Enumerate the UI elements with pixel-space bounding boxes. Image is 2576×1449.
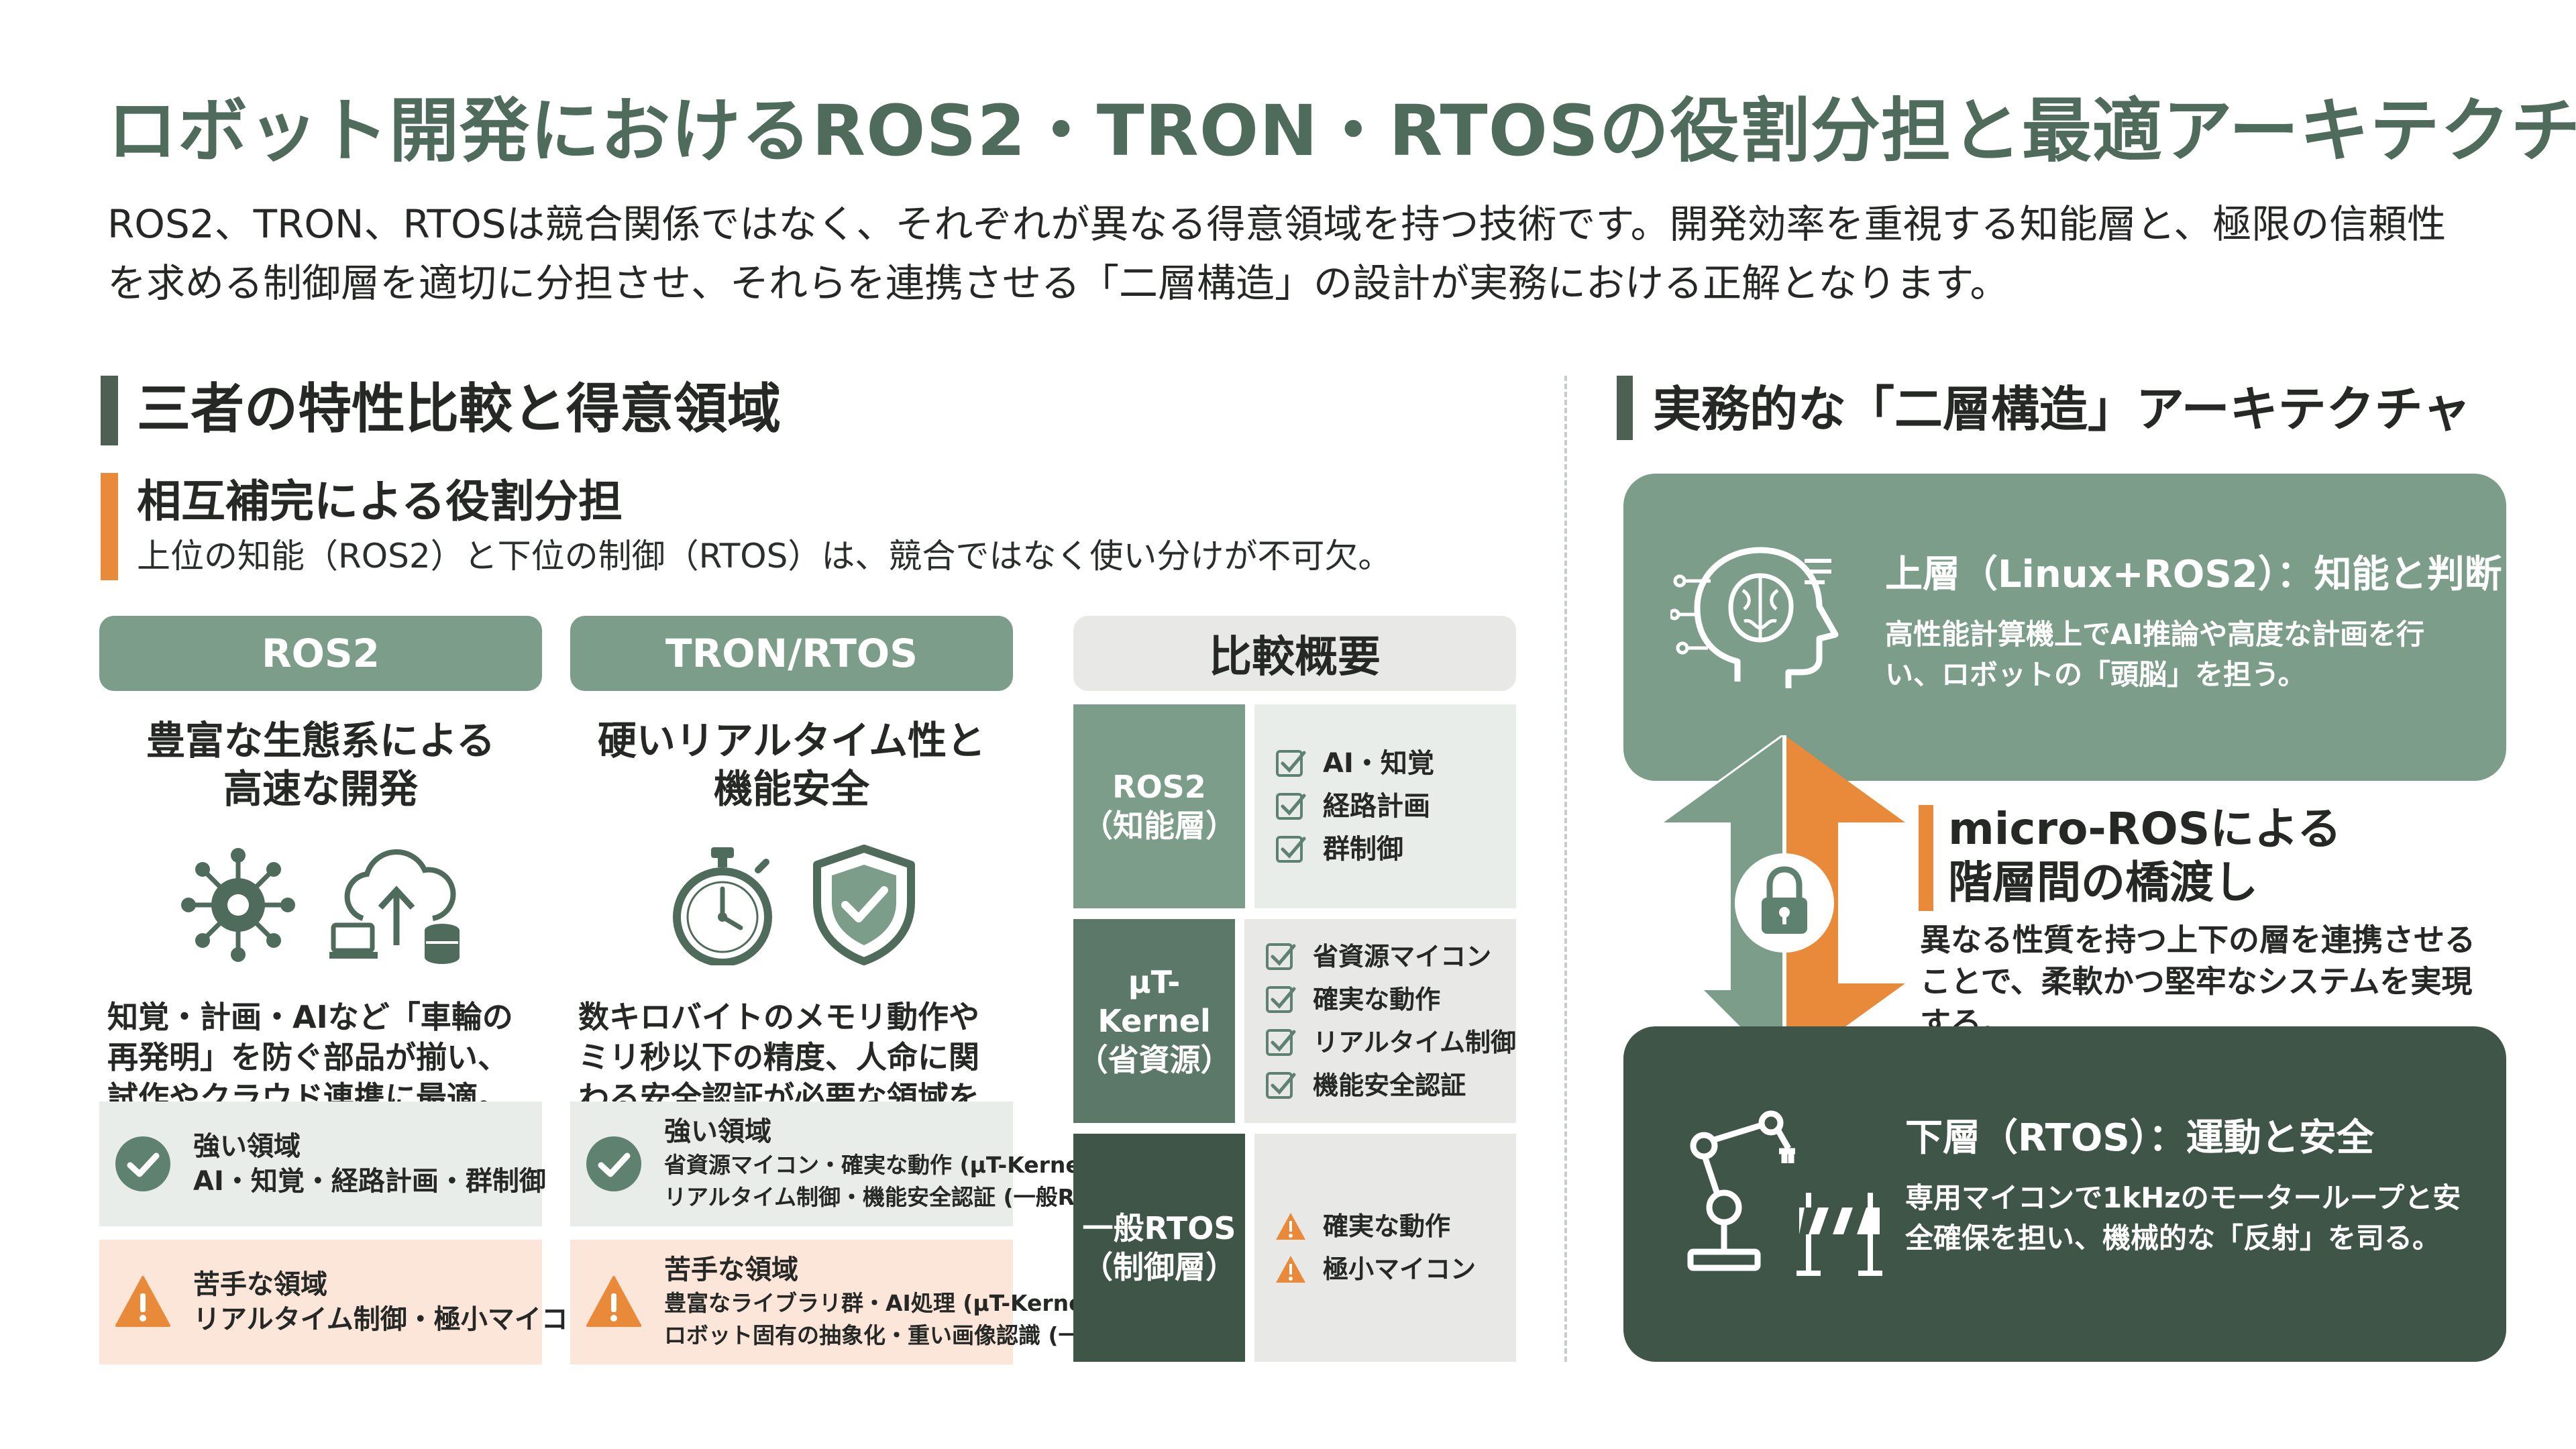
- checkbox-icon: [1266, 1072, 1296, 1099]
- comparison-row-ros2: ROS2 （知能層） AI・知覚 経路計画 群制御: [1073, 704, 1516, 908]
- upper-layer-title: 上層（Linux+ROS2）：知能と判断: [1885, 553, 2502, 596]
- comparison-item-text: AI・知覚: [1323, 748, 1434, 779]
- upper-layer-card: 上層（Linux+ROS2）：知能と判断 高性能計算機上でAI推論や高度な計画を…: [1623, 474, 2506, 781]
- lower-layer-description: 専用マイコンで1kHzのモーターループと安全確保を担い、機械的な「反射」を司る。: [1905, 1181, 2461, 1254]
- checkbox-icon: [1266, 943, 1296, 970]
- bridge-heading: micro-ROSによる 階層間の橋渡し: [1919, 802, 2342, 911]
- comparison-row-ut-kernel: µT-Kernel （省資源） 省資源マイコン 確実な動作 リアルタイム制御 機…: [1073, 919, 1516, 1123]
- comparison-item-text: 極小マイコン: [1323, 1254, 1477, 1284]
- subsection-role-sharing: 相互補完による役割分担 上位の知能（ROS2）と下位の制御（RTOS）は、競合で…: [101, 473, 1391, 582]
- ros2-strong-label: 強い領域: [193, 1131, 301, 1162]
- page-title: ロボット開発におけるROS2・TRON・RTOSの役割分担と最適アーキテクチャ: [107, 90, 2576, 172]
- comparison-row-label: 一般RTOS （制御層）: [1073, 1134, 1245, 1362]
- bidirectional-arrow-icon: [1664, 735, 1905, 1071]
- warning-icon: [586, 1276, 641, 1327]
- comparison-item-text: 確実な動作: [1313, 985, 1441, 1014]
- comparison-row-label: ROS2 （知能層）: [1073, 704, 1245, 908]
- ros2-title: 豊富な生態系による 高速な開発: [146, 718, 496, 812]
- tron-icons: [570, 828, 1013, 982]
- tron-strong-text-2: リアルタイム制御・機能安全認証 (一般RTOS): [664, 1184, 1134, 1210]
- comparison-item: 確実な動作: [1275, 1208, 1516, 1245]
- upper-layer-description: 高性能計算機上でAI推論や高度な計画を行い、ロボットの「頭脳」を担う。: [1885, 618, 2425, 691]
- bridge-title: micro-ROSによる 階層間の橋渡し: [1948, 803, 2342, 908]
- tron-weak-label: 苦手な領域: [664, 1254, 798, 1285]
- comparison-row-items: 確実な動作 極小マイコン: [1254, 1134, 1516, 1362]
- comparison-item: 経路計画: [1275, 788, 1516, 825]
- ros2-column: ROS2 豊富な生態系による 高速な開発: [99, 616, 595, 1364]
- checkbox-icon: [1276, 750, 1306, 777]
- lower-layer-card: 下層（RTOS）：運動と安全 専用マイコンで1kHzのモーターループと安全確保を…: [1623, 1026, 2506, 1362]
- checkbox-icon: [1266, 1029, 1296, 1056]
- ros2-header: ROS2: [99, 616, 542, 691]
- bridge-description: 異なる性質を持つ上下の層を連携させることで、柔軟かつ堅牢なシステムを実現する。: [1920, 922, 2475, 1041]
- comparison-item: AI・知覚: [1275, 745, 1516, 782]
- comparison-row-items: 省資源マイコン 確実な動作 リアルタイム制御 機能安全認証: [1244, 919, 1516, 1123]
- comparison-item: リアルタイム制御: [1265, 1024, 1516, 1061]
- lower-layer-title: 下層（RTOS）：運動と安全: [1905, 1116, 2374, 1160]
- ros2-weak-text: リアルタイム制御・極小マイコン: [193, 1304, 595, 1335]
- comparison-item: 省資源マイコン: [1265, 938, 1516, 975]
- tron-weak-text-1: 豊富なライブラリ群・AI処理 (µT-Kernel): [664, 1290, 1102, 1316]
- warning-icon: [1276, 1213, 1305, 1240]
- comparison-row-rtos: 一般RTOS （制御層） 確実な動作 極小マイコン: [1073, 1134, 1516, 1362]
- shield-check-icon: [813, 845, 915, 965]
- section-divider: [1564, 376, 1567, 1362]
- check-circle-icon: [586, 1136, 641, 1191]
- subsection-text: 上位の知能（ROS2）と下位の制御（RTOS）は、競合ではなく使い分けが不可欠。: [137, 537, 1392, 576]
- tron-weak-box: 苦手な領域 豊富なライブラリ群・AI処理 (µT-Kernel) ロボット固有の…: [570, 1240, 1179, 1364]
- tron-strong-text-1: 省資源マイコン・確実な動作 (µT-Kernel): [664, 1152, 1099, 1178]
- comparison-item: 確実な動作: [1265, 981, 1516, 1018]
- checkbox-icon: [1266, 986, 1296, 1013]
- cloud-upload-icon: [329, 849, 460, 964]
- lock-icon: [1762, 866, 1807, 934]
- comparison-item: 群制御: [1275, 830, 1516, 868]
- check-circle-icon: [115, 1136, 170, 1191]
- robot-arm-barrier-icon: [1687, 1110, 1882, 1276]
- stopwatch-icon: [673, 847, 772, 965]
- tron-column: TRON/RTOS 硬いリアルタイム性と 機能安全 数キロバイトのメモリ動作やミ…: [570, 616, 1179, 1364]
- warning-icon: [1276, 1256, 1305, 1283]
- comparison-item-text: 経路計画: [1323, 791, 1430, 822]
- checkbox-icon: [1276, 793, 1306, 820]
- lead-paragraph: ROS2、TRON、RTOSは競合関係ではなく、それぞれが異なる得意領域を持つ技…: [107, 201, 2447, 306]
- ros2-weak-box: 苦手な領域 リアルタイム制御・極小マイコン: [99, 1240, 595, 1364]
- ros2-description: 知覚・計画・AIなど「車輪の再発明」を防ぐ部品が揃い、試作やクラウド連携に最適。: [107, 999, 513, 1116]
- tron-strong-label: 強い領域: [664, 1116, 771, 1147]
- comparison-item-text: リアルタイム制御: [1313, 1028, 1516, 1057]
- ros2-weak-label: 苦手な領域: [193, 1269, 327, 1300]
- tron-header: TRON/RTOS: [570, 616, 1013, 691]
- comparison-item-text: 機能安全認証: [1313, 1071, 1466, 1100]
- comparison-item-text: 群制御: [1323, 834, 1403, 865]
- comparison-item: 極小マイコン: [1275, 1250, 1516, 1288]
- section-heading-architecture: 実務的な「二層構造」アーキテクチャ: [1617, 374, 2471, 444]
- ros2-icons: [99, 828, 542, 982]
- comparison-item: 機能安全認証: [1265, 1067, 1516, 1104]
- checkbox-icon: [1276, 836, 1306, 863]
- subsection-title: 相互補完による役割分担: [137, 476, 623, 527]
- comparison-item-text: 確実な動作: [1323, 1212, 1451, 1241]
- tron-title: 硬いリアルタイム性と 機能安全: [597, 718, 986, 812]
- ros2-strong-text: AI・知覚・経路計画・群制御: [193, 1166, 546, 1197]
- warning-icon: [115, 1276, 170, 1327]
- ros2-strong-box: 強い領域 AI・知覚・経路計画・群制御: [99, 1102, 546, 1226]
- comparison-row-label: µT-Kernel （省資源）: [1073, 919, 1236, 1123]
- comparison-item-text: 省資源マイコン: [1313, 942, 1492, 971]
- section-heading-comparison: 三者の特性比較と得意領域: [101, 374, 781, 445]
- ai-brain-head-icon: [1670, 547, 1839, 688]
- tron-strong-box: 強い領域 省資源マイコン・確実な動作 (µT-Kernel) リアルタイム制御・…: [570, 1102, 1134, 1226]
- comparison-row-items: AI・知覚 経路計画 群制御: [1254, 704, 1516, 908]
- network-gear-icon: [181, 848, 295, 962]
- comparison-header: 比較概要: [1073, 616, 1516, 691]
